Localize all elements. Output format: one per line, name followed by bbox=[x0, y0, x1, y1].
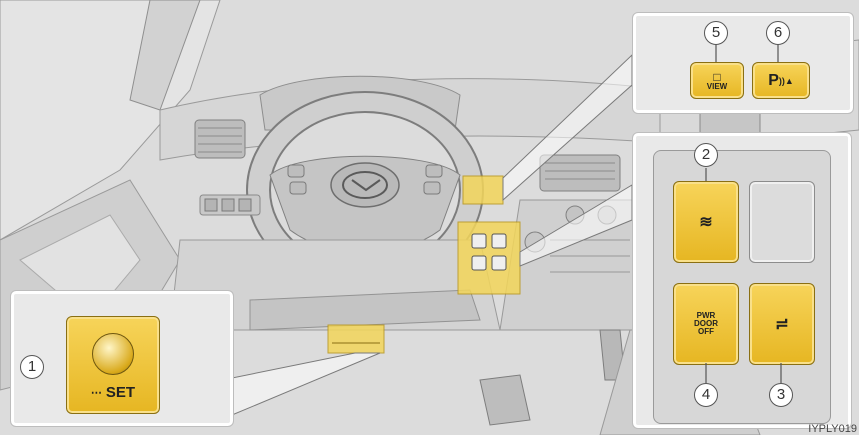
image-code: IYPLY019 bbox=[808, 423, 857, 435]
round-button-knob-icon bbox=[92, 333, 134, 375]
set-label: SET bbox=[106, 384, 135, 401]
callout-number-1: 1 bbox=[20, 355, 44, 379]
distance-set-button[interactable]: ⋯ SET bbox=[66, 316, 160, 414]
car-distance-icon: ⋯ bbox=[91, 386, 102, 399]
